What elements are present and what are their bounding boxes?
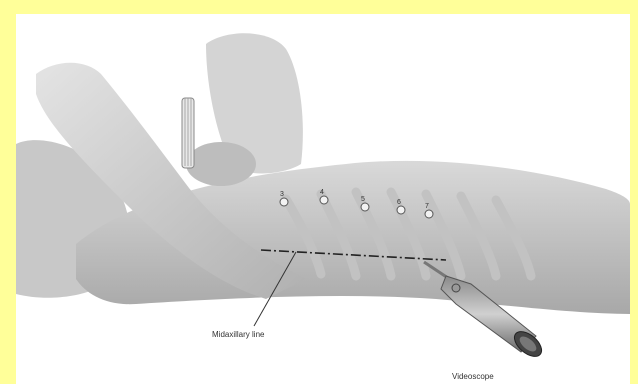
port-number-7: 7 — [425, 203, 429, 210]
port-marker-7 — [425, 210, 433, 218]
port-number-4: 4 — [320, 189, 324, 196]
port-marker-4 — [320, 196, 328, 204]
port-marker-6 — [397, 206, 405, 214]
elbow-shadow — [186, 142, 256, 186]
port-marker-3 — [280, 198, 288, 206]
port-number-5: 5 — [361, 196, 365, 203]
port-number-6: 6 — [397, 199, 401, 206]
midaxillary-line-label: Midaxillary line — [212, 330, 265, 339]
illustration-canvas: 3 4 5 6 7 Midaxillary line Videoscope — [16, 14, 630, 384]
vats-illustration: 3 4 5 6 7 Midaxillary line Videoscope — [16, 14, 630, 384]
videoscope-label: Videoscope — [452, 372, 494, 381]
retractor-instrument — [182, 98, 194, 168]
port-marker-5 — [361, 203, 369, 211]
port-number-3: 3 — [280, 191, 284, 198]
